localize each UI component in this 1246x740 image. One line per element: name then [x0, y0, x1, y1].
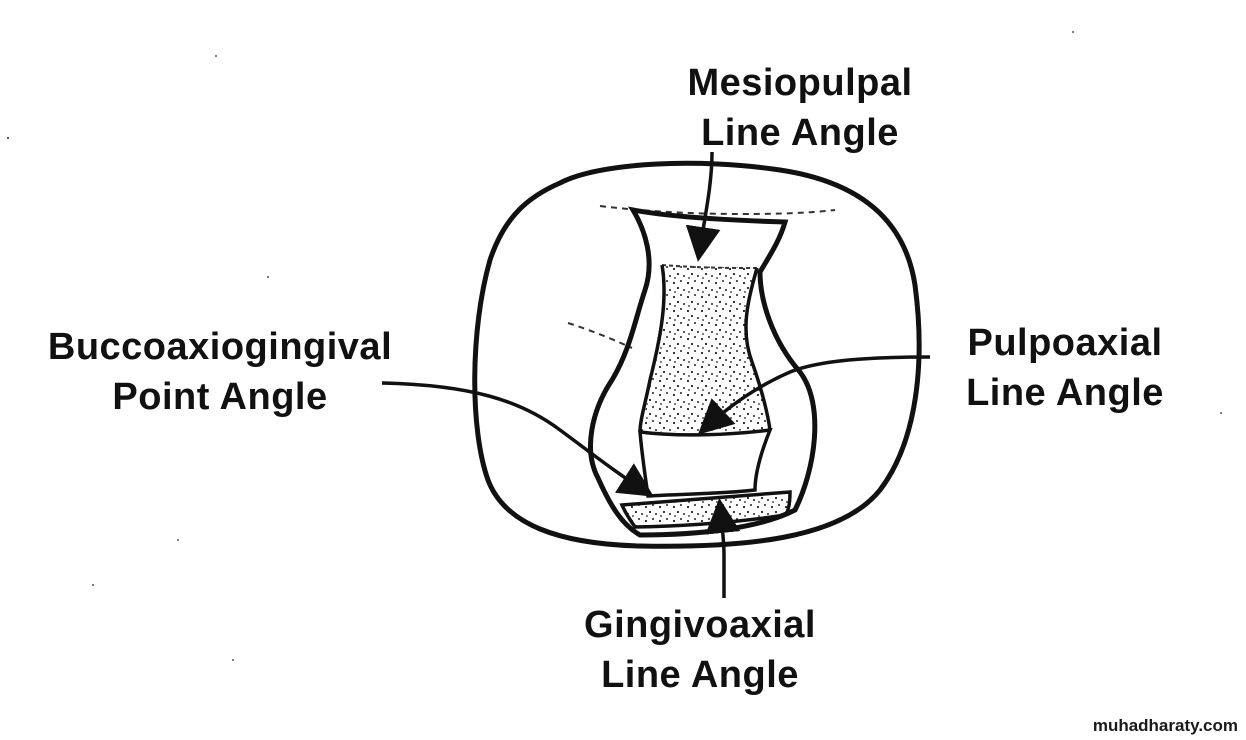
label-mesiopulpal-line1: Mesiopulpal	[687, 62, 913, 104]
scan-specks	[6, 31, 1222, 661]
label-pulpoaxial-line-angle: Pulpoaxial Line Angle	[920, 318, 1210, 418]
label-gingivoaxial-line-angle: Gingivoaxial Line Angle	[540, 600, 860, 700]
arrow-pulpoaxial	[697, 355, 931, 435]
pulpal-floor-top-edge	[661, 264, 758, 269]
label-pulpoaxial-line2: Line Angle	[966, 372, 1164, 414]
arrow-gingivoaxial	[705, 498, 741, 598]
label-buccoaxiogingival-line2: Point Angle	[112, 376, 328, 418]
label-buccoaxiogingival-point-angle: Buccoaxiogingival Point Angle	[10, 322, 430, 422]
groove-line-left	[567, 322, 633, 349]
cavity-outline	[588, 206, 818, 538]
label-gingivoaxial-line1: Gingivoaxial	[584, 604, 816, 646]
tooth-outline	[472, 160, 922, 549]
pulpal-floor	[640, 265, 770, 432]
watermark-text: muhadharaty.com	[1092, 716, 1238, 735]
occlusal-walls	[638, 264, 772, 433]
axial-wall	[638, 427, 773, 498]
label-buccoaxiogingival-line1: Buccoaxiogingival	[47, 326, 393, 368]
label-gingivoaxial-line2: Line Angle	[601, 654, 799, 696]
label-mesiopulpal-line-angle: Mesiopulpal Line Angle	[640, 58, 960, 158]
label-pulpoaxial-line1: Pulpoaxial	[967, 322, 1163, 364]
label-mesiopulpal-line2: Line Angle	[701, 112, 899, 154]
arrow-buccoaxiogingival	[381, 381, 654, 497]
arrow-mesiopulpal	[685, 151, 721, 262]
